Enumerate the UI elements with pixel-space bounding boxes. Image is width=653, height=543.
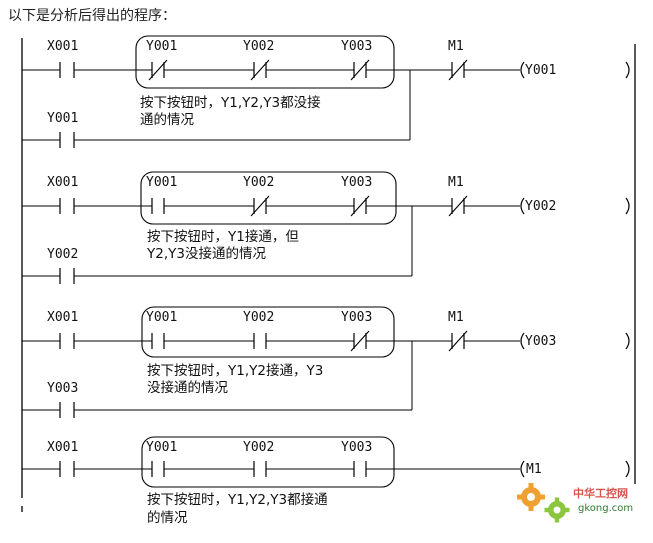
- contact-label: Y001: [47, 111, 78, 126]
- contact-label: X001: [47, 440, 78, 455]
- contact-label: Y002: [243, 175, 274, 190]
- contact-label: Y002: [243, 310, 274, 325]
- annotation-line-1: 按下按钮时，Y1接通，但: [147, 228, 299, 245]
- contact-label: Y001: [146, 175, 177, 190]
- contact-label: M1: [448, 175, 464, 190]
- contact-label: Y003: [341, 440, 372, 455]
- gear-icon: [544, 497, 570, 523]
- contact-label: M1: [448, 310, 464, 325]
- coil-left-bracket: [520, 197, 525, 215]
- annotation-line-1: 按下按钮时，Y1,Y2,Y3都没接: [140, 94, 321, 111]
- coil-left-bracket: [520, 460, 525, 478]
- contact-no-x001: [59, 333, 75, 349]
- contact-no-x001: [59, 198, 75, 214]
- coil-right-bracket: [625, 61, 630, 79]
- coil-label: Y002: [525, 199, 556, 214]
- contact-label: Y001: [146, 39, 177, 54]
- contact-label: X001: [47, 39, 78, 54]
- rung-4: X001 Y001 Y002 Y003 M1 按下: [22, 436, 630, 526]
- contact-label: Y001: [146, 440, 177, 455]
- contact-no-y002-seal: [59, 268, 75, 284]
- contact-no-y003-seal: [59, 402, 75, 418]
- watermark: 中华工控网 gkong.com: [517, 483, 633, 523]
- annotation-bracket: [135, 35, 395, 89]
- annotation-line-1: 按下按钮时，Y1,Y2,Y3都接通: [147, 491, 328, 508]
- contact-no-x001: [59, 461, 75, 477]
- contact-no-y001: [151, 198, 165, 214]
- coil-right-bracket: [625, 197, 630, 215]
- annotation-bracket: [140, 171, 397, 225]
- coil-label: M1: [526, 462, 542, 477]
- contact-no-y001-seal: [59, 132, 75, 148]
- rung-3: X001 Y001 Y002 Y003: [22, 306, 630, 418]
- annotation-bracket: [141, 436, 395, 488]
- contact-label: Y003: [341, 175, 372, 190]
- annotation-line-2: 的情况: [147, 510, 188, 526]
- annotation-bracket: [141, 306, 395, 358]
- contact-label: Y001: [146, 310, 177, 325]
- contact-no-x001: [59, 62, 75, 78]
- contact-no-y003: [353, 461, 367, 477]
- coil-label: Y001: [525, 63, 556, 78]
- annotation-line-2: Y2,Y3没接通的情况: [146, 245, 266, 262]
- contact-label: Y003: [341, 310, 372, 325]
- annotation-line-2: 通的情况: [140, 112, 194, 128]
- contact-label: X001: [47, 175, 78, 190]
- contact-label: X001: [47, 310, 78, 325]
- contact-label: Y002: [243, 440, 274, 455]
- rung-1: X001 Y001 Y002 Y003: [22, 35, 630, 148]
- coil-left-bracket: [520, 332, 525, 350]
- watermark-domain: gkong.com: [578, 503, 633, 514]
- contact-no-y002: [253, 333, 267, 349]
- watermark-brand: 中华工控网: [573, 486, 628, 500]
- contact-no-y001: [151, 461, 165, 477]
- contact-no-y001: [151, 333, 165, 349]
- coil-left-bracket: [520, 61, 525, 79]
- contact-label: Y003: [47, 381, 78, 396]
- annotation-line-1: 按下按钮时，Y1,Y2接通，Y3: [147, 362, 323, 379]
- annotation-line-2: 没接通的情况: [147, 379, 228, 396]
- gear-icon: [517, 483, 545, 511]
- coil-right-bracket: [625, 332, 630, 350]
- contact-label: M1: [448, 39, 464, 54]
- page-title: 以下是分析后得出的程序：: [8, 7, 176, 24]
- coil-right-bracket: [625, 460, 630, 478]
- coil-label: Y003: [525, 334, 556, 349]
- contact-label: Y002: [243, 39, 274, 54]
- contact-label: Y003: [341, 39, 372, 54]
- contact-label: Y002: [47, 247, 78, 262]
- rung-2: X001 Y001 Y002 Y003: [22, 171, 630, 284]
- contact-no-y002: [253, 461, 267, 477]
